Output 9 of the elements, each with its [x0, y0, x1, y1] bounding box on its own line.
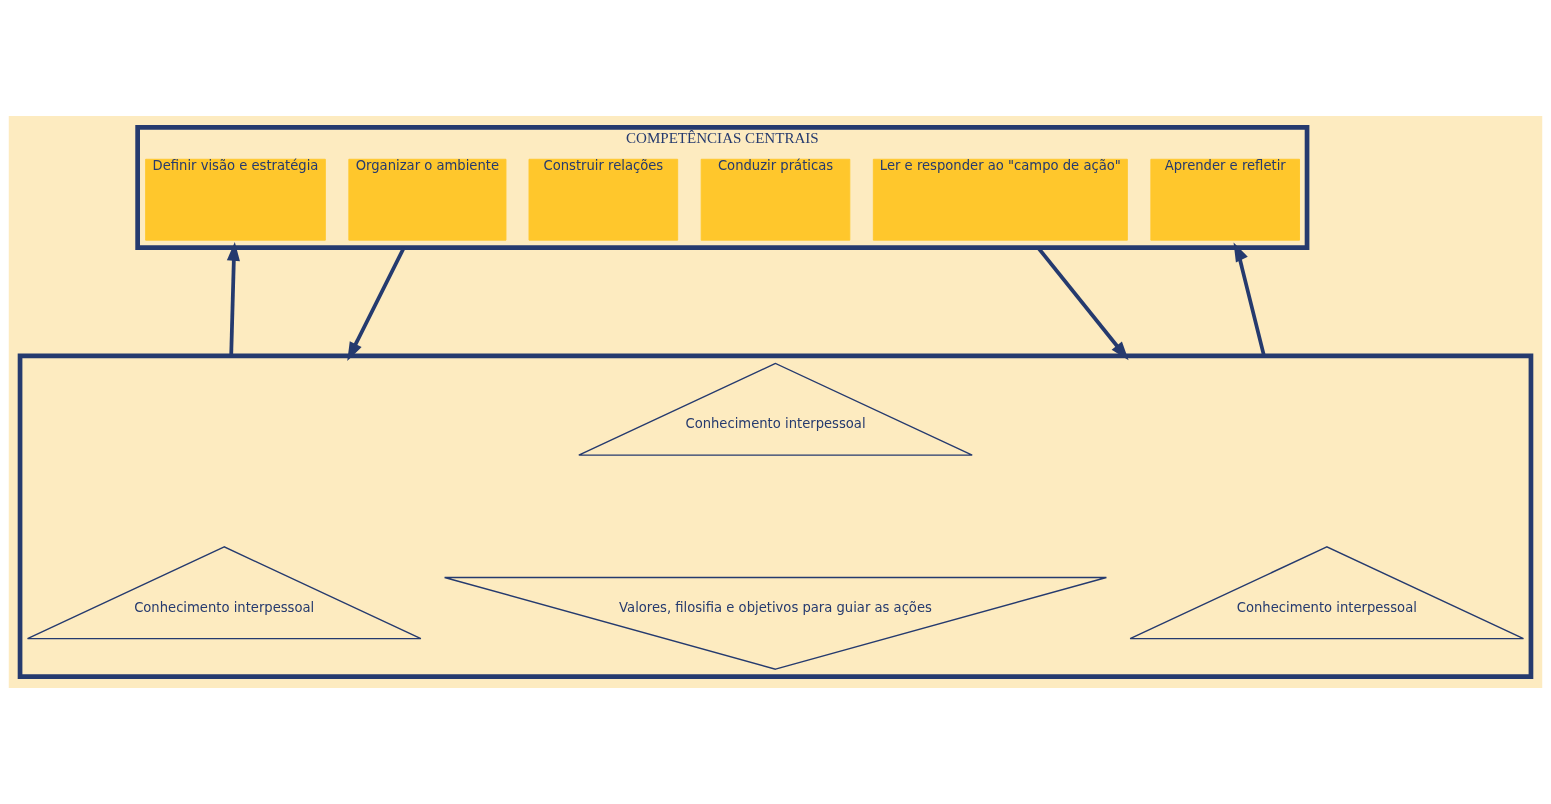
- node-box: Definir visão e estratégia: [145, 158, 326, 241]
- node-box: Aprender e refletir: [1150, 158, 1300, 241]
- arrow: [1233, 242, 1266, 357]
- node-box: Organizar o ambiente: [348, 158, 507, 241]
- node-box: Ler e responder ao "campo de ação": [872, 158, 1128, 241]
- node-box: Conduzir práticas: [700, 158, 851, 241]
- node-box: Construir relações: [528, 158, 679, 241]
- arrow: [226, 242, 240, 356]
- cluster: [17, 353, 1534, 680]
